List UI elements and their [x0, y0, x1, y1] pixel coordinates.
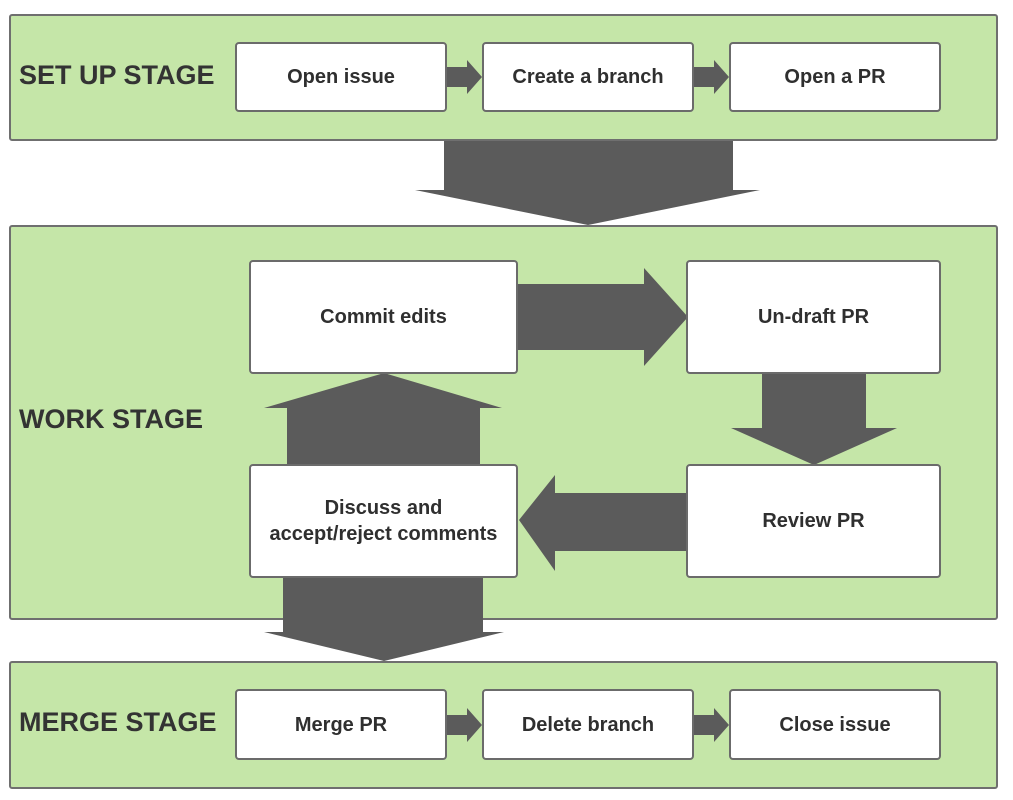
- arrow-discuss-to-commit: [264, 373, 502, 465]
- arrow-review-to-discuss: [519, 475, 687, 571]
- delete-branch-step: Delete branch: [482, 689, 694, 760]
- open-pr-step: Open a PR: [729, 42, 941, 112]
- review-pr-step: Review PR: [686, 464, 941, 578]
- arrow-branch-to-pr: [694, 60, 729, 94]
- setup-stage-label: SET UP STAGE: [19, 60, 215, 90]
- close-issue-step: Close issue: [729, 689, 941, 760]
- work-stage-label: WORK STAGE: [19, 404, 203, 434]
- merge-stage-panel: MERGE STAGE: [9, 661, 998, 789]
- arrow-undraft-to-review: [731, 373, 897, 465]
- arrow-issue-to-branch: [447, 60, 482, 94]
- merge-stage-label: MERGE STAGE: [19, 707, 217, 737]
- open-issue-step: Open issue: [235, 42, 447, 112]
- arrow-setup-to-work: [415, 141, 760, 225]
- arrow-commit-to-undraft: [517, 268, 688, 366]
- merge-pr-step: Merge PR: [235, 689, 447, 760]
- arrow-work-to-merge: [264, 577, 504, 661]
- arrow-delete-to-close: [694, 708, 729, 742]
- commit-edits-step: Commit edits: [249, 260, 518, 374]
- create-branch-step: Create a branch: [482, 42, 694, 112]
- arrow-merge-to-delete: [447, 708, 482, 742]
- undraft-pr-step: Un-draft PR: [686, 260, 941, 374]
- discuss-comments-step: Discuss and accept/reject comments: [249, 464, 518, 578]
